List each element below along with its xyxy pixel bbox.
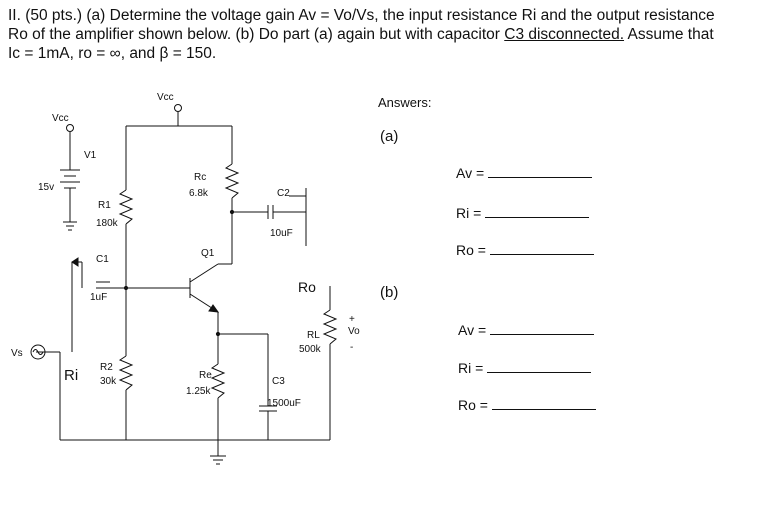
ro-label: Ro = (456, 242, 486, 258)
rl-value: 500k (299, 344, 322, 355)
vcc-left-terminal (66, 124, 74, 132)
c1-label: C1 (96, 254, 109, 265)
rl-label: RL (307, 330, 320, 341)
c1-arrow-icon (71, 257, 79, 267)
c2-capacitor-icon (264, 205, 274, 219)
vo-minus: - (350, 342, 353, 353)
rc-resistor-icon (224, 163, 240, 199)
answers-heading: Answers: (378, 95, 432, 110)
ro-label: Ro = (458, 397, 488, 413)
v1-ground-icon (63, 221, 77, 231)
c3-value: 1500uF (267, 398, 301, 409)
answer-b-ro: Ro = (458, 395, 596, 413)
problem-line-2c: Assume that (624, 26, 714, 43)
answer-b-ri: Ri = (458, 358, 592, 376)
q1-label: Q1 (201, 248, 215, 259)
answer-a-av: Av = (456, 163, 593, 181)
vs-sine-icon (32, 349, 44, 355)
c2-arrow-icon (289, 188, 307, 197)
av-label: Av = (456, 165, 485, 181)
problem-line-2a: Ro of the amplifier shown below. (b) Do … (8, 26, 505, 43)
answer-blank[interactable] (488, 163, 593, 178)
ri-label: Ri (64, 367, 78, 384)
ro-label: Ro (298, 279, 316, 295)
v1-battery-icon (60, 169, 80, 189)
r2-label: R2 (100, 362, 113, 373)
answer-blank[interactable] (491, 395, 596, 410)
c3-disconnected-phrase: C3 disconnected. (504, 26, 625, 43)
r1-label: R1 (98, 200, 111, 211)
answer-b-av: Av = (458, 320, 595, 338)
rc-value: 6.8k (189, 188, 209, 199)
c1-capacitor-icon (81, 262, 110, 289)
re-resistor-icon (210, 363, 226, 399)
r2-value: 30k (100, 376, 117, 387)
ri-label: Ri = (458, 360, 484, 376)
c2-value: 10uF (270, 228, 293, 239)
ri-label: Ri = (456, 205, 482, 221)
ground-icon (210, 455, 226, 465)
rc-label: Rc (194, 172, 206, 183)
rl-resistor-icon (322, 309, 338, 345)
r1-resistor-icon (118, 189, 134, 225)
answer-blank[interactable] (490, 320, 595, 335)
problem-line-1: II. (50 pts.) (a) Determine the voltage … (8, 7, 715, 24)
c1-value: 1uF (90, 292, 107, 303)
answer-blank[interactable] (485, 203, 590, 218)
problem-line-2: Ro of the amplifier shown below. (b) Do … (8, 25, 768, 44)
part-b-label: (b) (380, 284, 399, 301)
re-label: Re (199, 370, 212, 381)
c2-label: C2 (277, 188, 290, 199)
v1-value: 15v (38, 182, 54, 193)
v1-label: V1 (84, 150, 97, 161)
vcc-left-label: Vcc (52, 113, 69, 124)
q1-transistor-icon (189, 263, 220, 313)
r1-value: 180k (96, 218, 119, 229)
vcc-top-label: Vcc (157, 92, 174, 103)
c3-label: C3 (272, 376, 285, 387)
av-label: Av = (458, 322, 487, 338)
vo-plus: + (349, 314, 355, 325)
vs-source-icon (30, 344, 46, 360)
problem-line-3: Ic = 1mA, ro = ∞, and β = 150. (8, 45, 217, 62)
vcc-top-terminal (174, 104, 182, 112)
problem-statement: II. (50 pts.) (a) Determine the voltage … (8, 6, 768, 63)
answer-blank[interactable] (487, 358, 592, 373)
re-value: 1.25k (186, 386, 211, 397)
answer-a-ri: Ri = (456, 203, 590, 221)
vo-label: Vo (348, 326, 360, 337)
answer-a-ro: Ro = (456, 240, 594, 258)
answer-blank[interactable] (489, 240, 594, 255)
vs-label: Vs (11, 348, 23, 359)
part-a-label: (a) (380, 128, 399, 145)
r2-resistor-icon (118, 355, 134, 391)
